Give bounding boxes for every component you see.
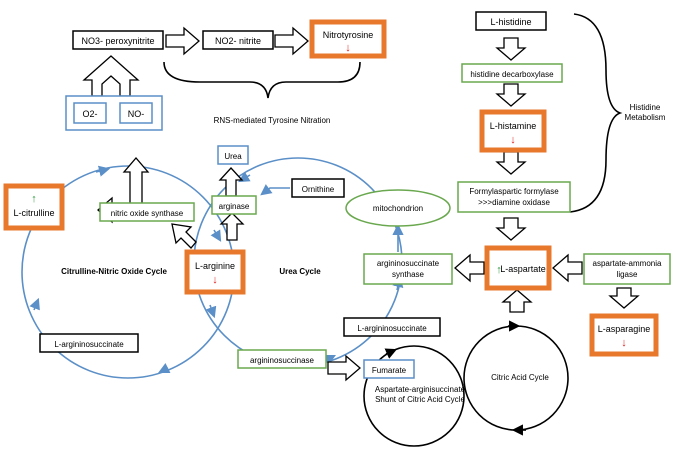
block-arrow-ligase-to-asparagine [608,287,640,309]
block-arrow-no2-to-nitrotyrosine [274,26,309,56]
mitochondrion-oval [345,189,451,227]
block-arrow-ligase-to-aspartate [552,253,583,283]
nitrotyrosine-box [309,19,387,59]
block-arrow-o2-no-to-no3 [82,55,140,97]
histidine-decarboxylase-label: histidine decarboxylase [470,70,554,79]
fumarate-label: Fumarate [372,366,407,375]
block-arrow-no3-to-no2 [165,26,200,56]
argininosuccinase-label: argininosuccinase [250,356,315,365]
fumarate-box [363,359,415,379]
shunt-caption-2: Shunt of Citric Acid Cycle [375,395,465,404]
ornithine-to-arginase-arrow [260,184,290,196]
citrulline-cycle-caption: Citrulline-Nitric Oxide Cycle [61,267,167,276]
l-histidine-label: L-histidine [490,17,531,27]
l-histamine-label: L-histamine [490,121,537,131]
rns-caption: RNS-mediated Tyrosine Nitration [214,116,331,125]
citric-acid-cycle-caption: Citric Acid Cycle [491,373,549,382]
citric-acid-cycle-circle [463,320,569,436]
histidine-metabolism-label-2: Metabolism [625,113,666,122]
formylaspartic-formylase-label: Formylaspartic formylase [469,187,559,196]
l-arginine-down-arrow-icon: ↓ [212,274,218,286]
l-aspartate-up-arrow-icon: ↑ [496,264,502,276]
l-histamine-box [479,109,547,153]
arginase-label: arginase [219,202,250,211]
no3-peroxynitrite-box [72,30,164,50]
block-arrow-argininosuccinase-to-fumarate [327,354,361,382]
l-aspartate-label: L-aspartate [500,264,546,274]
l-histidine-box [475,11,547,31]
block-arrow-histidine-3 [495,151,527,175]
no2-nitrite-box [202,30,274,50]
argininosuccinate-synthase-label-2: synthase [392,270,425,279]
l-asparagine-down-arrow-icon: ↓ [621,337,627,349]
nitrotyrosine-down-arrow-icon: ↓ [345,42,351,54]
formylaspartic-formylase-box [457,181,571,213]
rns-bracket [163,61,361,99]
histidine-metabolism-label-1: Histidine [630,103,661,112]
l-histamine-down-arrow-icon: ↓ [510,134,516,146]
ornithine-label: Ornithine [302,185,335,194]
block-arrow-arginase-to-urea [218,167,244,197]
nitrotyrosine-label: Nitrotyrosine [323,30,374,40]
argininosuccinate-synthase-label-1: argininosuccinate [377,259,440,268]
l-argininosuccinate-mid-box [343,317,441,337]
block-arrow-citric-to-aspartate [501,289,533,313]
l-arginine-label: L-arginine [195,261,235,271]
argininosuccinase-box [237,349,327,369]
l-citrulline-up-arrow-icon: ↑ [31,193,37,205]
urea-cycle-caption: Urea Cycle [279,267,321,276]
block-arrow-aspartate-to-synthase [454,253,485,283]
l-asparagine-label: L-asparagine [598,324,651,334]
l-citrulline-box [3,183,65,231]
nitric-oxide-synthase-label: nitric oxide synthase [111,209,184,218]
o2-box [73,102,107,124]
block-arrow-citrulline-up [122,157,150,205]
block-arrow-arginine-to-synthase [171,223,197,249]
diamine-oxidase-label: >>>diamine oxidase [478,198,550,207]
no3-peroxynitrite-label: NO3- peroxynitrite [81,36,154,46]
shunt-cycle-circle [363,345,465,447]
mitochondrion-label: mitochondrion [373,204,423,213]
no2-nitrite-label: NO2- nitrite [215,36,261,46]
l-citrulline-label: L-citrulline [13,208,54,218]
block-arrow-histidine-2 [495,83,527,107]
block-arrow-arginine-to-arginase [219,212,245,241]
no-box [119,102,153,124]
arginase-box [211,195,257,215]
l-aspartate-box [484,245,552,291]
urea-label: Urea [224,152,242,161]
urea-box [217,145,249,165]
l-argininosuccinate-mid-label: L-argininosuccinate [357,324,427,333]
nitric-oxide-synthase-box [99,202,195,222]
l-argininosuccinate-left-label: L-argininosuccinate [54,340,124,349]
no-label: NO- [128,109,145,119]
block-arrow-histidine-4 [495,217,527,241]
block-arrow-histidine-1 [495,37,527,61]
argininosuccinate-synthase-box [363,253,453,285]
l-asparagine-box [589,313,659,357]
l-arginine-box [184,249,246,295]
ornithine-box [291,178,345,198]
aspartate-ammonia-ligase-box [583,253,671,285]
aspartate-ammonia-ligase-label-2: ligase [617,270,638,279]
o2-label: O2- [82,109,97,119]
histidine-metabolism-bracket [569,13,623,213]
histidine-decarboxylase-box [461,63,563,83]
l-argininosuccinate-left-box [39,333,139,353]
aspartate-ammonia-ligase-label-1: aspartate-ammonia [593,259,662,268]
shunt-caption-1: Aspartate-arginisuccinate [375,385,466,394]
